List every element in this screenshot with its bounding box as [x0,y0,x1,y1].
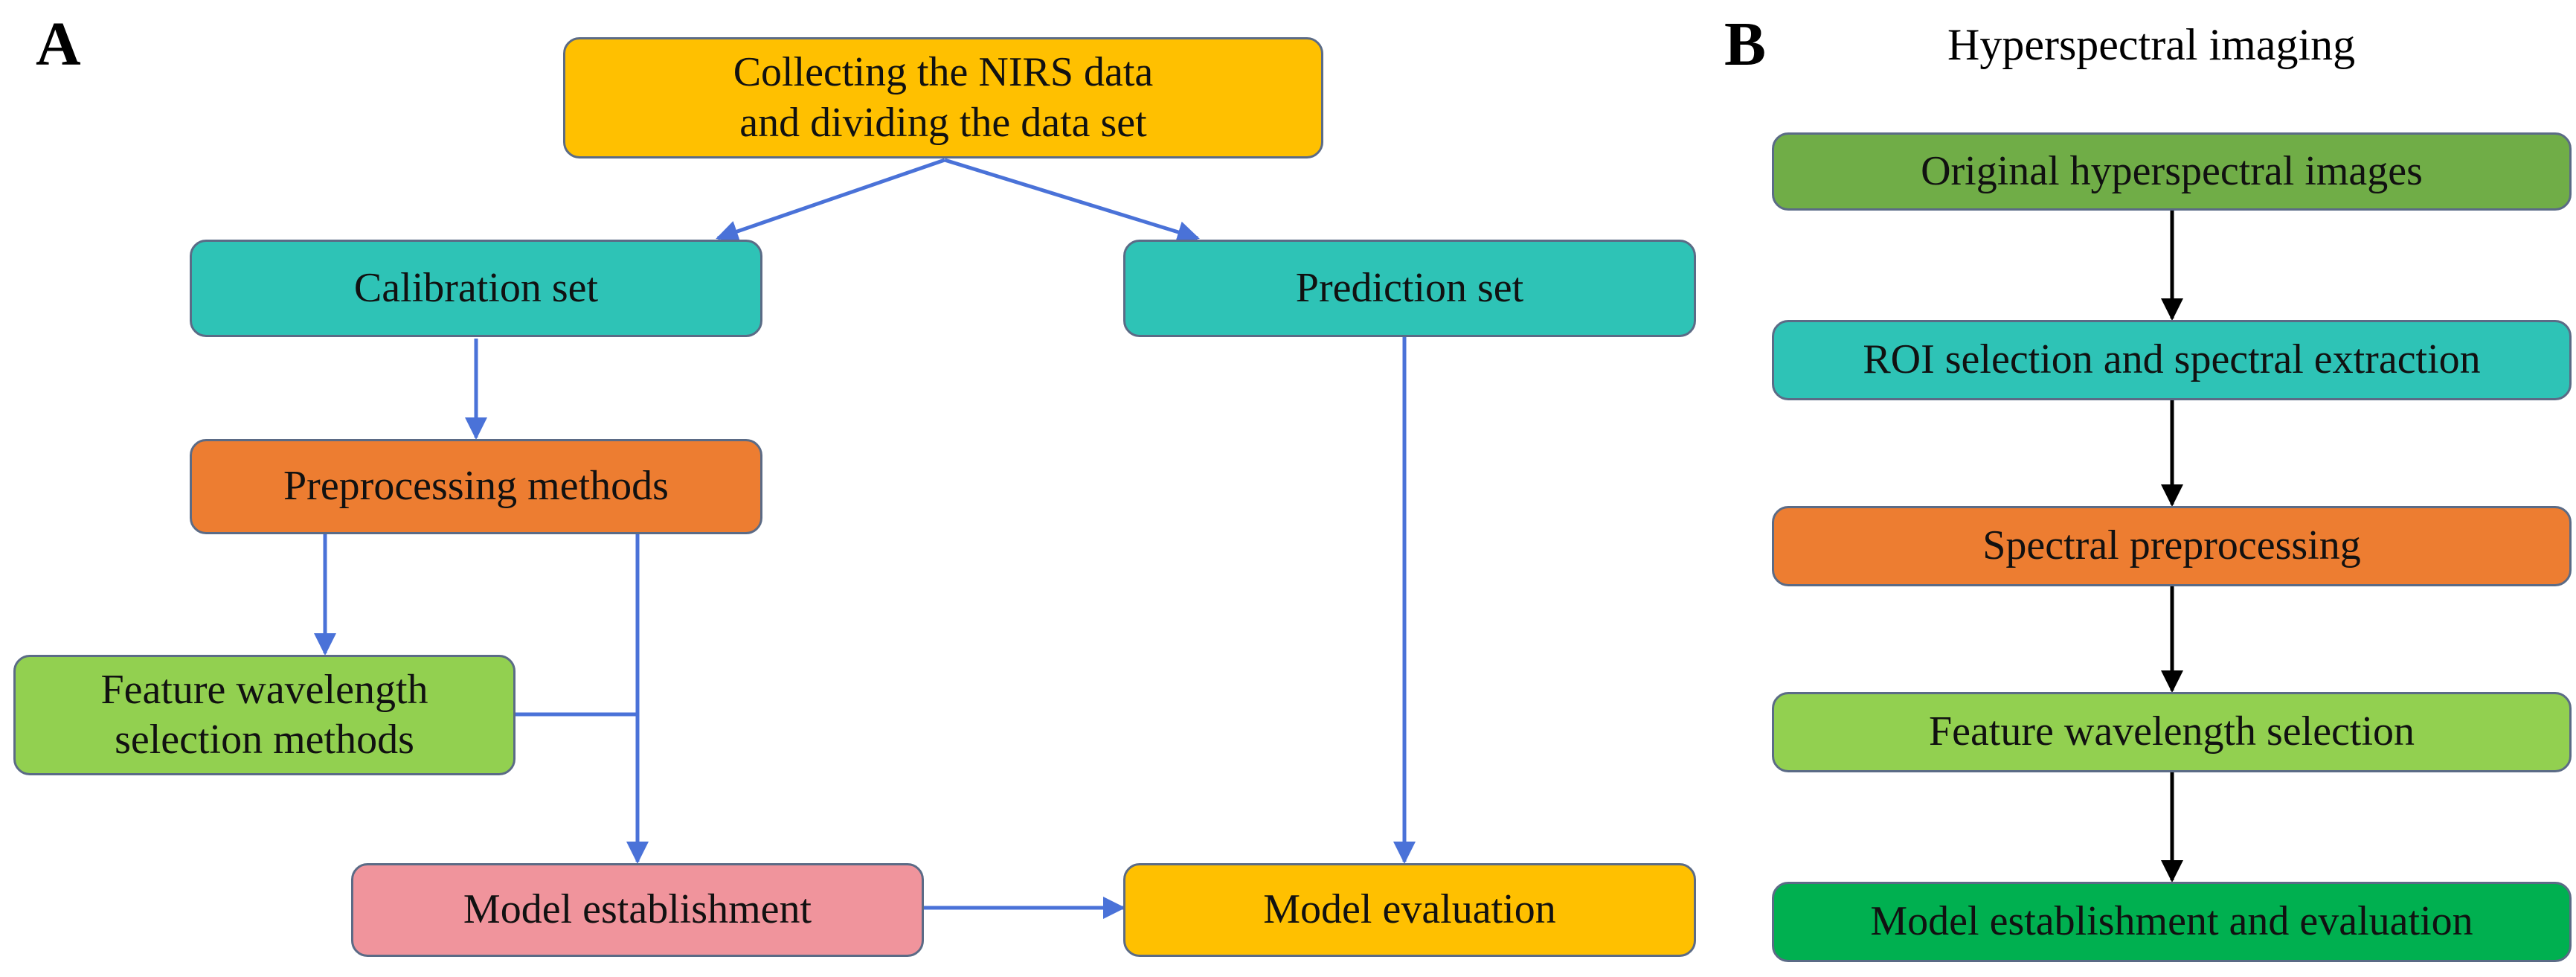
panel-b-title: Hyperspectral imaging [1947,20,2356,69]
node-calibration-set: Calibration set [190,240,762,337]
step-roi-selection: ROI selection and spectral extraction [1772,320,2572,400]
node-preprocessing-methods: Preprocessing methods [190,439,762,534]
node-prediction-set: Prediction set [1123,240,1696,337]
panel-b-label: B [1724,10,1767,79]
arrow-collect-to-calibration [716,158,945,243]
step-feature-wavelength-selection: Feature wavelength selection [1772,692,2572,772]
node-feature-wavelength-selection: Feature wavelength selection methods [13,655,515,775]
step-original-images: Original hyperspectral images [1772,132,2572,211]
node-model-evaluation: Model evaluation [1123,863,1696,957]
step-model-establishment-evaluation: Model establishment and evaluation [1772,882,2572,962]
node-collect-data: Collecting the NIRS data and dividing th… [563,37,1323,158]
arrow-collect-to-prediction [944,158,1200,243]
panel-a-label: A [36,10,81,79]
node-model-establishment: Model establishment [351,863,924,957]
step-spectral-preprocessing: Spectral preprocessing [1772,506,2572,586]
